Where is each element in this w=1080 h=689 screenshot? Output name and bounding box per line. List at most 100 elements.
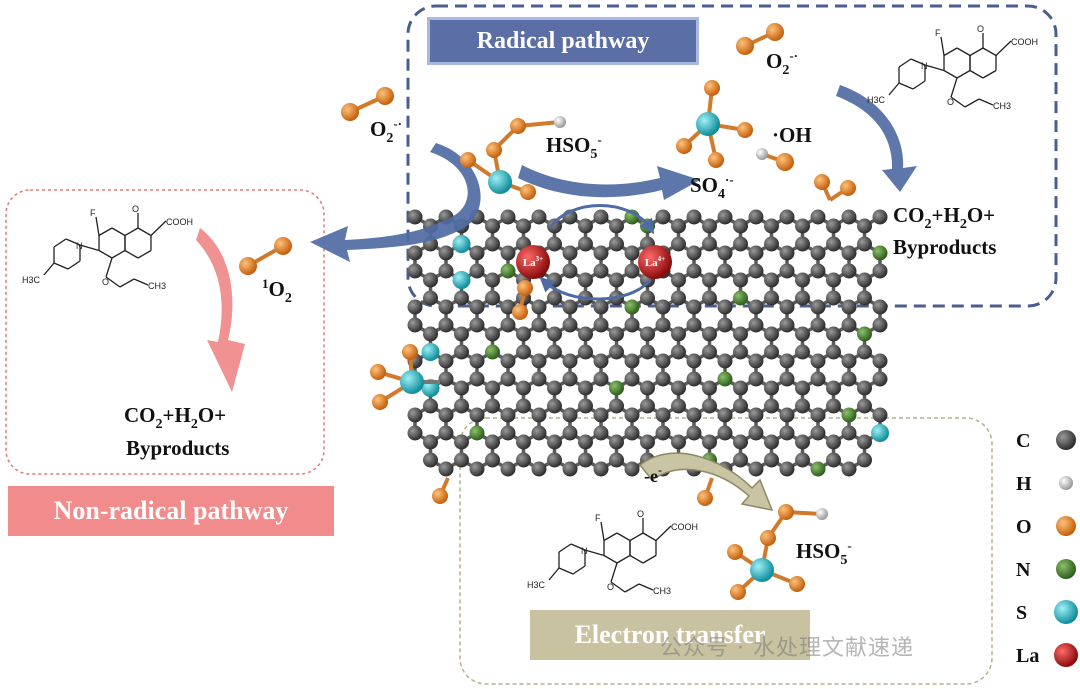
carbon-atom	[593, 407, 609, 423]
carbon-atom	[485, 218, 500, 234]
molecule-bond	[558, 543, 572, 553]
molecule-ring-o-label: O	[102, 277, 109, 287]
carbon-atom	[655, 317, 671, 333]
molecule-o-label: O	[977, 24, 984, 34]
carbon-atom	[826, 290, 841, 306]
carbon-atom	[500, 317, 516, 333]
molecule-bond	[105, 276, 121, 288]
molecule-bond	[642, 554, 657, 564]
hydroxyl-radical-label: ·OH	[772, 123, 812, 147]
carbon-atom	[454, 452, 469, 468]
carbon-atom	[547, 452, 562, 468]
carbon-atom	[872, 353, 888, 369]
graphene-atoms	[407, 209, 889, 477]
carbon-atom	[624, 245, 640, 261]
carbon-atom	[438, 371, 454, 387]
molecule-bond	[950, 96, 966, 108]
molecule-bond	[610, 562, 618, 583]
nitrogen-atom	[733, 290, 748, 306]
radical-pathway-title: Radical pathway	[476, 27, 650, 54]
carbon-atom	[733, 434, 748, 450]
carbon-atom	[702, 290, 717, 306]
molecule-bond	[655, 525, 672, 541]
molecule-bond	[124, 249, 139, 259]
redox-cycle-arrow-bottom	[539, 276, 652, 301]
molecule-bond	[978, 98, 994, 106]
molecule-bond	[137, 227, 152, 237]
carbon-atom	[702, 380, 717, 396]
carbon-atom	[438, 407, 454, 423]
carbon-atom	[469, 461, 485, 477]
molecule-f-label: F	[90, 208, 96, 218]
hydroxyl-radical-molecule	[756, 148, 794, 171]
molecule-bond	[111, 227, 126, 237]
nitrogen-atom	[500, 263, 516, 279]
carbon-atom	[640, 344, 655, 360]
carbon-atom	[748, 371, 764, 387]
radical-products-label: CO2+H2O+	[893, 203, 995, 232]
legend-label-n: N	[1016, 559, 1031, 581]
molecule-bond	[53, 262, 69, 270]
molecule-bond	[133, 278, 149, 286]
molecule-bond	[558, 567, 574, 575]
molecule-bond	[572, 565, 586, 575]
carbon-atom	[826, 380, 841, 396]
carbon-atom	[702, 218, 717, 234]
carbon-atom	[469, 299, 485, 315]
carbon-atom	[686, 317, 702, 333]
carbon-atom	[516, 434, 531, 450]
carbon-atom	[779, 209, 795, 225]
nitrogen-atom	[717, 371, 733, 387]
hso5-label-top: HSO5-	[546, 132, 602, 162]
carbon-atom	[454, 380, 469, 396]
molecule-bond	[53, 238, 67, 248]
carbon-atom	[841, 299, 857, 315]
legend-label-s: S	[1016, 602, 1027, 624]
carbon-atom	[438, 245, 454, 261]
molecule-bond	[95, 216, 100, 236]
nitrogen-atom	[810, 461, 826, 477]
hso5-molecule-top	[460, 116, 566, 200]
sulfur-atom	[421, 343, 440, 361]
carbon-atom	[764, 218, 779, 234]
carbon-atom	[423, 452, 438, 468]
hso5-label-bottom: HSO5-	[796, 538, 852, 568]
carbon-atom	[624, 317, 640, 333]
molecule-cooh-label: COOH	[671, 522, 698, 532]
carbon-atom	[500, 461, 516, 477]
carbon-atom	[609, 236, 624, 252]
molecule-bond	[982, 69, 997, 79]
carbon-atom	[609, 344, 624, 360]
carbon-atom	[438, 317, 454, 333]
la3-atom: La3+	[516, 245, 550, 279]
carbon-atom	[423, 272, 438, 288]
molecule-bond	[924, 64, 945, 72]
carbon-atom	[779, 353, 795, 369]
carbon-atom	[547, 326, 562, 342]
carbon-atom	[593, 371, 609, 387]
carbon-atom	[779, 299, 795, 315]
molecule-n-label: N	[581, 546, 588, 556]
legend-swatch-c	[1056, 430, 1076, 450]
carbon-atom	[733, 236, 748, 252]
molecule-bond	[898, 82, 914, 90]
carbon-atom	[671, 344, 686, 360]
molecule-bond	[943, 69, 958, 79]
carbon-atom	[671, 380, 686, 396]
carbon-atom	[655, 371, 671, 387]
carbon-atom	[857, 434, 872, 450]
carbon-atom	[717, 425, 733, 441]
nonradical-byproducts-label: Byproducts	[126, 436, 229, 460]
carbon-atom	[810, 425, 826, 441]
carbon-atom	[764, 272, 779, 288]
so4-radical-label: SO4·-	[690, 172, 734, 202]
carbon-atom	[872, 317, 888, 333]
carbon-atom	[764, 290, 779, 306]
carbon-atom	[454, 326, 469, 342]
carbon-atom	[779, 425, 795, 441]
nitrogen-atom	[624, 299, 640, 315]
carbon-atom	[423, 290, 438, 306]
nonradical-degradation-arrow	[196, 228, 245, 392]
carbon-atom	[764, 326, 779, 342]
